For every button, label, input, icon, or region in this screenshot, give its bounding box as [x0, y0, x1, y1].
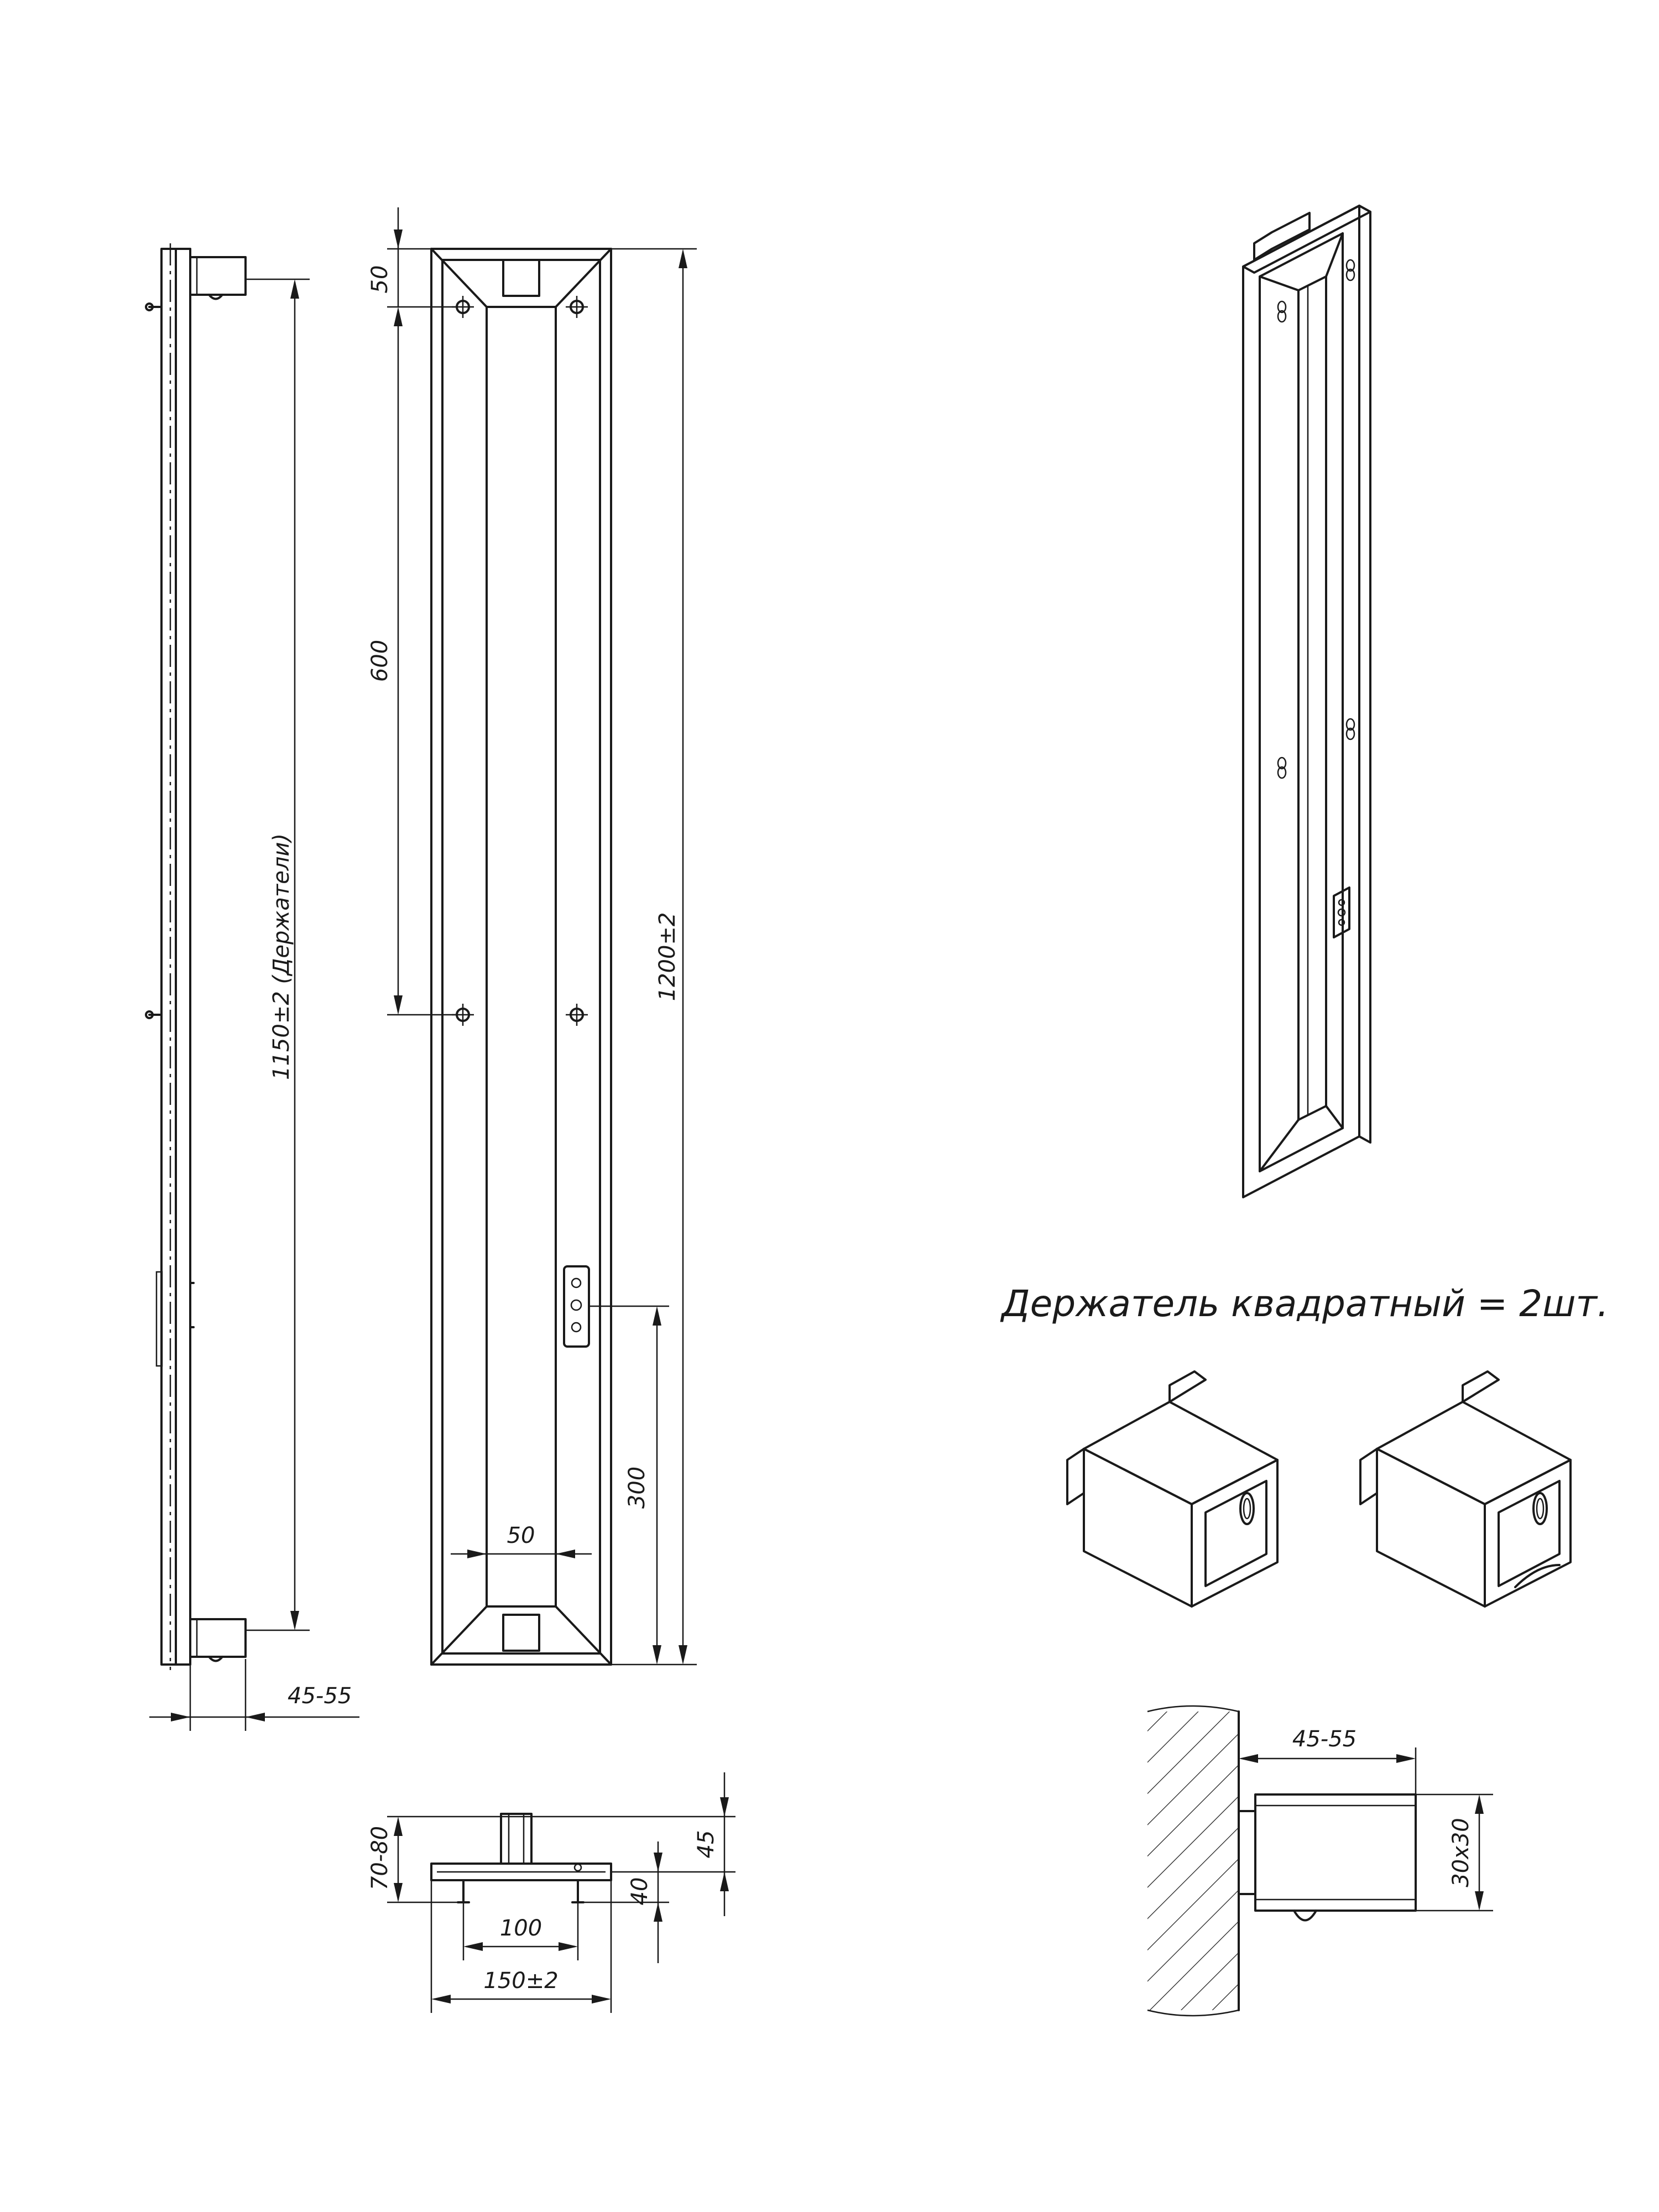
top-view-holder [501, 1814, 531, 1864]
wall-hatch [1147, 1712, 1239, 2010]
front-view: 50 600 1200±2 300 50 [367, 207, 697, 1665]
dim-holder-section: 30x30 [1448, 1818, 1474, 1887]
control-button [564, 1266, 589, 1347]
dim-top-offset: 50 [367, 265, 393, 294]
isometric-view [1243, 206, 1370, 1197]
top-holder [190, 257, 246, 295]
bottom-holder [190, 1619, 246, 1657]
dim-total-width: 150±2 [483, 1968, 558, 1994]
iso-screws [1278, 260, 1354, 778]
dim-depth-total: 70-80 [367, 1826, 393, 1890]
front-view-outer-frame [431, 249, 611, 1665]
top-view: 70-80 45 40 100 150±2 [367, 1772, 735, 2013]
front-view-inner-channel [487, 307, 556, 1606]
side-plug [156, 1272, 162, 1366]
dim-wall-gap-left: 45-55 [288, 1683, 352, 1709]
holder-section [1255, 1794, 1416, 1911]
dim-inner-width: 50 [507, 1523, 535, 1548]
dim-mount-width: 100 [500, 1916, 542, 1941]
iso-control-button [1334, 888, 1349, 937]
wall-section-detail: 45-55 30x30 [1147, 1706, 1493, 2016]
dim-bottom-offset: 300 [624, 1467, 650, 1509]
iso-inner-channel [1298, 276, 1326, 1120]
holder-caption: Держатель квадратный = 2шт. [1000, 1282, 1609, 1325]
bottom-square-window [503, 1615, 539, 1651]
dim-depth-40: 40 [627, 1877, 653, 1906]
dim-wall-gap-detail: 45-55 [1292, 1726, 1357, 1752]
top-square-window [503, 260, 539, 296]
dim-depth-45: 45 [693, 1830, 719, 1859]
dim-mount-spacing: 600 [367, 640, 393, 682]
mounting-holes [452, 296, 588, 1026]
holder-iso-open [1067, 1371, 1277, 1606]
dim-total-height: 1200±2 [655, 912, 680, 1001]
side-view: 1150±2 (Держатели) 45-55 [146, 243, 359, 1731]
dim-holders-spacing: 1150±2 (Держатели) [269, 833, 294, 1080]
holder-iso-notched [1360, 1371, 1571, 1606]
